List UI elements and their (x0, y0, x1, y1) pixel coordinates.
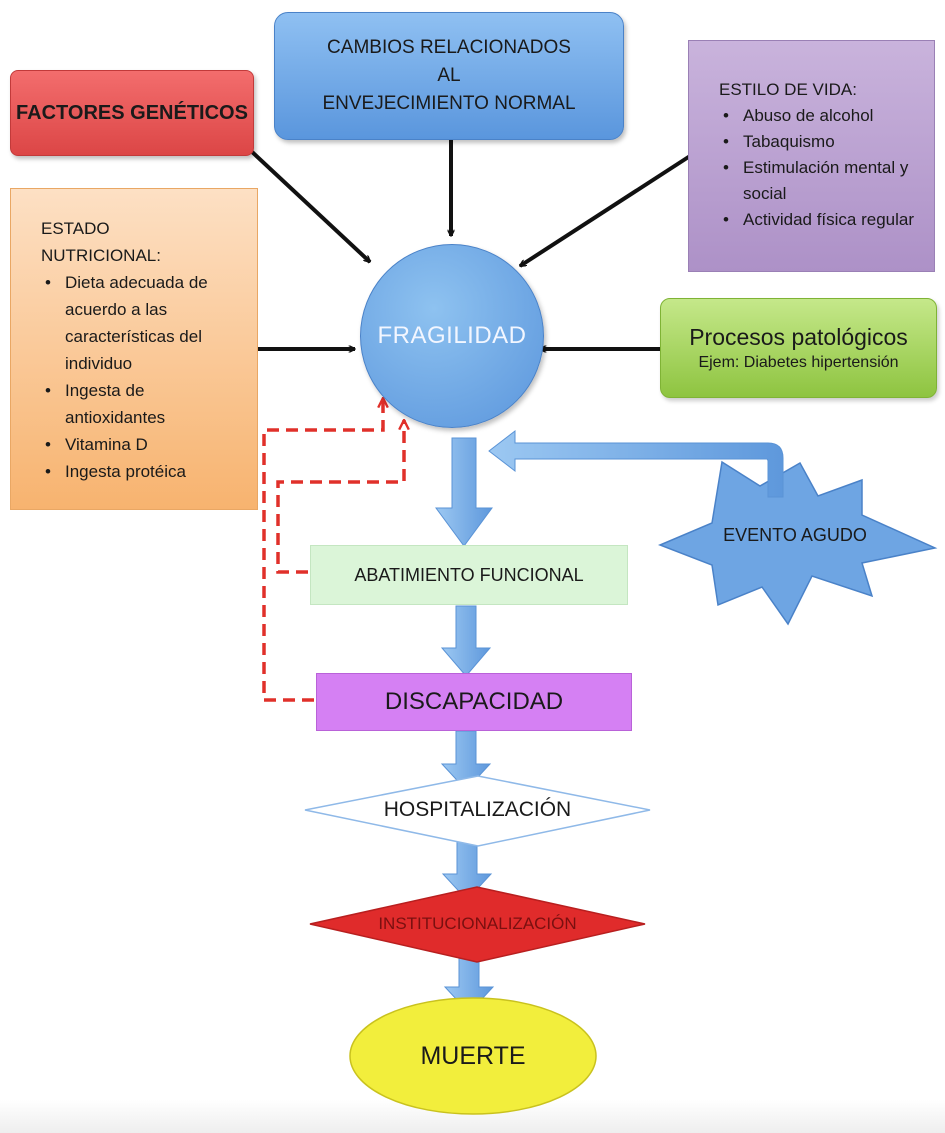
nutrition-title: ESTADO NUTRICIONAL: (41, 219, 161, 265)
feedback-functional-to-fragility (276, 420, 404, 574)
nutrition-list: Dieta adecuada de acuerdo a las caracter… (41, 269, 249, 485)
aging-line-1: CAMBIOS RELACIONADOS (327, 37, 571, 58)
institutionalization-diamond (309, 886, 646, 963)
lifestyle-box: ESTILO DE VIDA: Abuso de alcohol Tabaqui… (688, 40, 935, 272)
hospitalization-label: HOSPITALIZACIÓN (383, 798, 572, 821)
fragility-label: FRAGILIDAD (377, 322, 527, 349)
aging-line-3: ENVEJECIMIENTO NORMAL (322, 93, 576, 114)
disability-box: DISCAPACIDAD (316, 673, 632, 731)
pathologic-processes-box: Procesos patológicos Ejem: Diabetes hipe… (660, 298, 937, 398)
list-item: Dieta adecuada de acuerdo a las caracter… (41, 269, 249, 377)
disability-label: DISCAPACIDAD (384, 688, 564, 715)
pathologic-title: Procesos patológicos (689, 324, 908, 350)
list-item: Estimulación mental y social (719, 155, 924, 207)
list-item: Ingesta de antioxidantes (41, 377, 249, 431)
list-item: Abuso de alcohol (719, 103, 924, 129)
arrow-genetic-to-fragility (248, 148, 370, 262)
genetic-factors-box: FACTORES GENÉTICOS (10, 70, 254, 156)
lifestyle-list: Abuso de alcohol Tabaquismo Estimulación… (719, 103, 924, 233)
list-item: Actividad física regular (719, 207, 924, 233)
death-label: MUERTE (420, 1041, 526, 1070)
list-item: Ingesta protéica (41, 458, 249, 485)
functional-decline-box: ABATIMIENTO FUNCIONAL (310, 545, 628, 605)
aging-changes-box: CAMBIOS RELACIONADOS AL ENVEJECIMIENTO N… (274, 12, 624, 140)
death-ellipse (349, 997, 597, 1115)
fragility-circle: FRAGILIDAD (360, 244, 544, 428)
arrow-functional-to-disability (440, 605, 492, 677)
pathologic-example: Ejem: Diabetes hipertensión (698, 354, 899, 371)
arrow-fragility-to-functional (435, 437, 493, 547)
acute-event-star (657, 460, 938, 626)
arrow-lifestyle-to-fragility (520, 154, 692, 268)
functional-decline-label: ABATIMIENTO FUNCIONAL (354, 564, 584, 585)
hospitalization-diamond (304, 775, 651, 847)
arrow-acute-to-fragility (488, 429, 784, 498)
list-item: Tabaquismo (719, 129, 924, 155)
lifestyle-title: ESTILO DE VIDA: (719, 80, 857, 99)
aging-line-2: AL (437, 65, 461, 86)
acute-event-label: EVENTO AGUDO (723, 524, 867, 545)
institutionalization-label: INSTITUCIONALIZACIÓN (378, 914, 577, 933)
nutrition-box: ESTADO NUTRICIONAL: Dieta adecuada de ac… (10, 188, 258, 510)
genetic-factors-label: FACTORES GENÉTICOS (16, 101, 248, 124)
list-item: Vitamina D (41, 431, 249, 458)
